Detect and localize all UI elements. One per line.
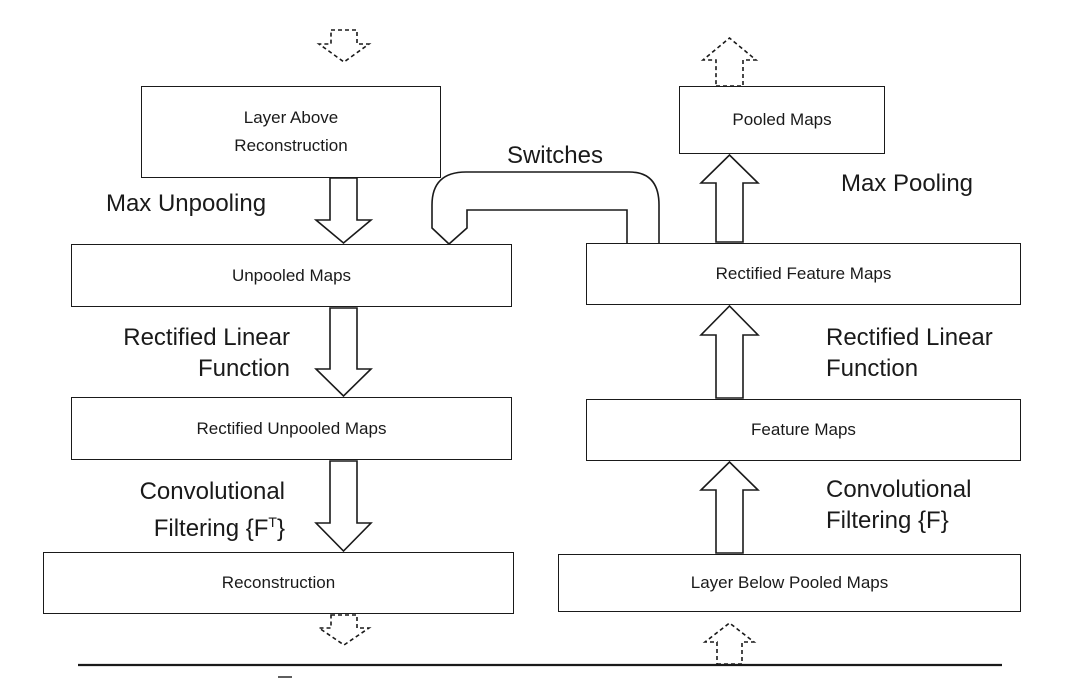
conv-transpose-brace: } (276, 515, 285, 542)
dashed-arrow-in-top (316, 29, 372, 63)
rectified-feature-maps-label: Rectified Feature Maps (715, 264, 892, 283)
feature-maps-box: Feature Maps (586, 399, 1021, 461)
rectified-feature-maps-box: Rectified Feature Maps (586, 243, 1021, 305)
layer-below-label: Layer Below Pooled Maps (690, 573, 889, 592)
max-unpooling-label: Max Unpooling (105, 190, 267, 217)
switches-connector (431, 171, 660, 246)
reconstruction-label: Reconstruction (221, 573, 336, 592)
max-pooling-label: Max Pooling (840, 170, 974, 197)
arrow-max-pooling (699, 153, 760, 243)
transpose-superscript: T (268, 514, 277, 530)
unpooled-maps-box: Unpooled Maps (71, 244, 512, 307)
arrow-relu-left (314, 307, 373, 398)
conv-transpose-text: Convolutional Filtering {F (139, 478, 285, 542)
pooled-maps-label: Pooled Maps (732, 110, 832, 129)
conv-label: Convolutional Filtering {F} (826, 476, 972, 534)
rectified-unpooled-maps-box: Rectified Unpooled Maps (71, 397, 512, 460)
switches-label: Switches (506, 142, 604, 169)
dashed-arrow-in-bottom (702, 621, 757, 665)
pooled-maps-box: Pooled Maps (679, 86, 885, 154)
layer-above-label: Layer Above Reconstruction (234, 108, 348, 155)
arrow-conv (699, 460, 760, 554)
reconstruction-box: Reconstruction (43, 552, 514, 614)
dashed-arrow-out-bottom (316, 614, 372, 646)
dashed-arrow-out-top (700, 36, 759, 87)
layer-below-pooled-maps-box: Layer Below Pooled Maps (558, 554, 1021, 612)
unpooled-maps-label: Unpooled Maps (231, 265, 352, 285)
arrow-relu-right (699, 304, 760, 399)
rectified-unpooled-maps-label: Rectified Unpooled Maps (196, 418, 387, 438)
relu-right-label: Rectified Linear Function (826, 324, 993, 382)
relu-left-label: Rectified Linear Function (123, 324, 290, 382)
arrow-conv-transpose (314, 460, 373, 553)
conv-transpose-label: Convolutional Filtering {FT} (95, 476, 285, 544)
feature-maps-label: Feature Maps (751, 420, 856, 439)
layer-above-reconstruction-box: Layer Above Reconstruction (141, 86, 441, 178)
arrow-max-unpooling (313, 177, 374, 245)
